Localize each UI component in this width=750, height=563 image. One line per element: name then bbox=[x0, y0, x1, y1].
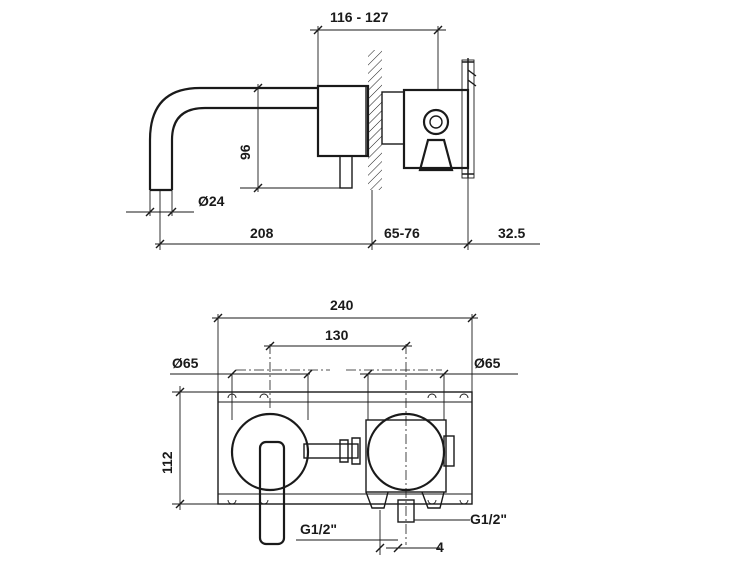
dim-left-plate-label: Ø65 bbox=[172, 355, 199, 371]
lever-stub bbox=[339, 155, 353, 189]
dim-offset-label: 4 bbox=[436, 539, 444, 555]
escutcheon bbox=[316, 84, 370, 158]
dim-inlet-right-label: G1/2" bbox=[470, 511, 507, 527]
spout-escutcheon bbox=[230, 412, 310, 492]
dim-wall-range-label: 65-76 bbox=[384, 225, 420, 241]
dim-spout-length-label: 208 bbox=[250, 225, 274, 241]
spout bbox=[148, 86, 318, 192]
dim-inlet-left-label: G1/2" bbox=[300, 521, 337, 537]
inlet-pipe bbox=[397, 499, 415, 523]
wall-section bbox=[368, 50, 382, 190]
dim-center-distance-label: 130 bbox=[325, 327, 349, 343]
mounting-plate bbox=[217, 391, 473, 505]
dim-depth-label: 116 - 127 bbox=[330, 9, 389, 25]
dim-height-label: 96 bbox=[237, 144, 253, 160]
dim-box-depth-label: 32.5 bbox=[498, 225, 525, 241]
dim-right-plate-label: Ø65 bbox=[474, 355, 501, 371]
dim-spout-diameter-label: Ø24 bbox=[198, 193, 225, 209]
valve-box bbox=[402, 88, 470, 170]
side-view: 116 - 127 96 Ø24 208 65-76 32.5 bbox=[126, 9, 540, 250]
dim-height-front-label: 112 bbox=[159, 451, 175, 474]
dim-total-width-label: 240 bbox=[330, 297, 354, 313]
front-view: 240 130 Ø65 Ø65 112 G1/2" bbox=[159, 297, 518, 555]
spout-front bbox=[258, 440, 286, 546]
